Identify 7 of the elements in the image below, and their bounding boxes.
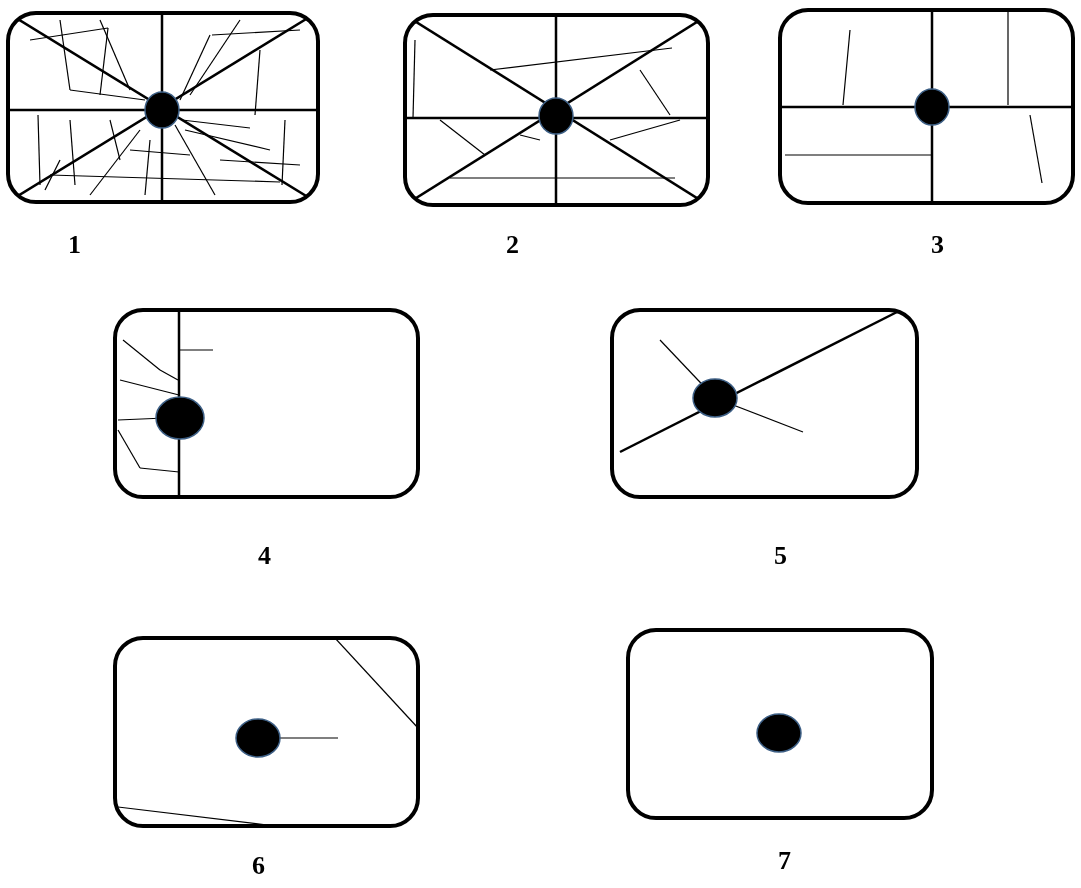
panel-number: 6 xyxy=(252,853,265,879)
panel-number: 1 xyxy=(68,232,81,258)
panel-number: 2 xyxy=(506,232,519,258)
panel-number: 5 xyxy=(774,543,787,569)
panel-number: 4 xyxy=(258,543,271,569)
panel-number: 3 xyxy=(931,232,944,258)
panel-number: 7 xyxy=(778,848,791,874)
